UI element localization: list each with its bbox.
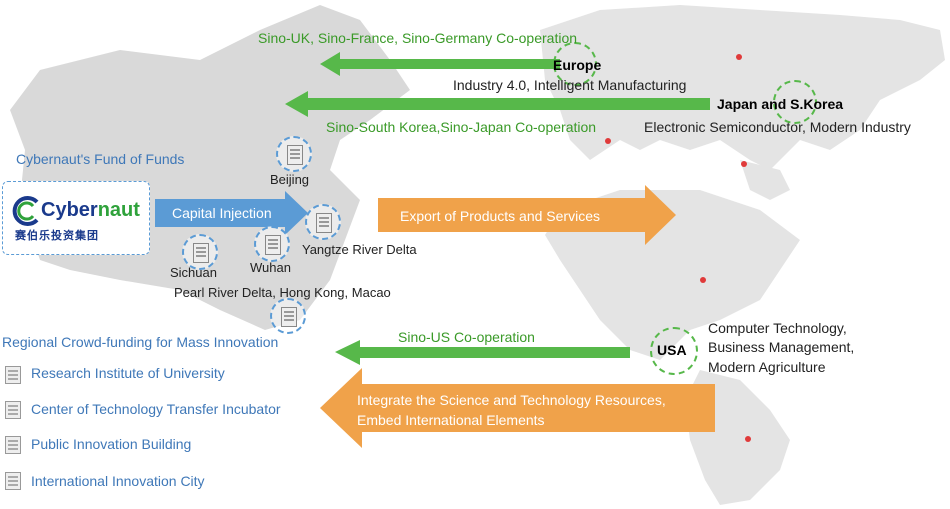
usa-label: USA	[657, 342, 687, 358]
incubator-icon	[2, 399, 22, 419]
yangtze-label: Yangtze River Delta	[302, 242, 417, 257]
usa-desc-3: Modern Agriculture	[708, 359, 826, 375]
china-map	[10, 5, 410, 330]
europe-label: Europe	[553, 57, 602, 73]
beijing-icon	[276, 136, 312, 172]
regional-item-building: Public Innovation Building	[31, 436, 192, 452]
integrate-line-2: Embed International Elements	[357, 412, 545, 428]
location-dot	[736, 54, 742, 60]
us-coop-label: Sino-US Co-operation	[398, 329, 535, 345]
japan-arrow	[285, 91, 710, 117]
sichuan-label: Sichuan	[170, 265, 217, 280]
location-dot	[741, 161, 747, 167]
regional-item-incubator: Center of Technology Transfer Incubator	[31, 401, 281, 417]
europe-coop-label: Sino-UK, Sino-France, Sino-Germany Co-op…	[258, 30, 578, 46]
wuhan-icon	[254, 226, 290, 262]
japan-label: Japan and S.Korea	[717, 96, 844, 112]
europe-arrow	[320, 52, 560, 76]
pearl-icon	[270, 298, 306, 334]
location-dot	[605, 138, 611, 144]
usa-desc-2: Business Management,	[708, 339, 855, 355]
pearl-label: Pearl River Delta, Hong Kong, Macao	[174, 285, 391, 300]
sichuan-icon	[182, 234, 218, 270]
capital-injection-label: Capital Injection	[172, 205, 272, 221]
integrate-arrow	[320, 368, 715, 448]
cybernaut-logo-icon	[12, 196, 39, 226]
export-label: Export of Products and Services	[400, 208, 600, 224]
integrate-line-1: Integrate the Science and Technology Res…	[357, 392, 666, 408]
location-dot	[700, 277, 706, 283]
cybernaut-logo: Cybernaut 赛伯乐投资集团	[2, 181, 150, 255]
europe-ring	[553, 42, 597, 86]
regional-item-research: Research Institute of University	[31, 365, 225, 381]
capital-injection-arrow	[155, 191, 308, 235]
research-institute-icon	[2, 364, 22, 384]
southeast-asia-map	[740, 160, 790, 200]
usa-desc-1: Computer Technology,	[708, 320, 847, 336]
asia-europe-map	[540, 5, 945, 170]
location-dot	[745, 436, 751, 442]
innovation-city-icon	[2, 470, 22, 490]
logo-word: Cybernaut	[41, 199, 140, 221]
innovation-building-icon	[2, 434, 22, 454]
us-arrow	[335, 340, 630, 365]
regional-item-city: International Innovation City	[31, 473, 205, 489]
japan-ring	[773, 80, 817, 124]
north-america-map	[545, 190, 800, 360]
japan-desc: Electronic Semiconductor, Modern Industr…	[644, 119, 911, 135]
logo-chinese: 赛伯乐投资集团	[15, 230, 99, 242]
japan-coop-label: Sino-South Korea,Sino-Japan Co-operation	[326, 119, 597, 135]
yangtze-icon	[305, 204, 341, 240]
regional-title: Regional Crowd-funding for Mass Innovati…	[2, 334, 279, 350]
wuhan-label: Wuhan	[250, 260, 291, 275]
export-arrow	[378, 185, 676, 245]
beijing-label: Beijing	[270, 172, 310, 187]
usa-ring	[650, 327, 698, 375]
europe-desc: Industry 4.0, Intelligent Manufacturing	[453, 77, 687, 93]
fund-title: Cybernaut's Fund of Funds	[16, 151, 185, 167]
